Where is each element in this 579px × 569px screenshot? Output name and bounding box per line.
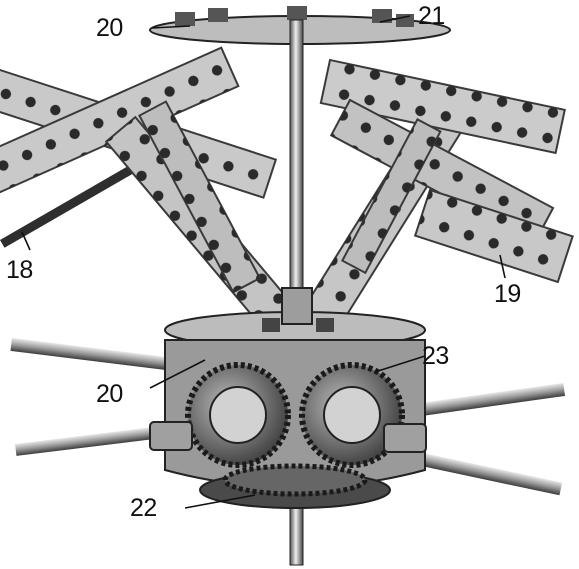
callout-20-top: 20 xyxy=(96,14,123,42)
callout-23: 23 xyxy=(422,342,449,370)
callout-21: 21 xyxy=(418,2,445,30)
callout-22: 22 xyxy=(130,494,157,522)
left-gear xyxy=(185,362,291,468)
callout-18: 18 xyxy=(6,256,33,284)
callout-19: 19 xyxy=(494,280,521,308)
leader-lines xyxy=(21,15,506,509)
bottom-gear xyxy=(222,463,368,497)
shaft-bosses xyxy=(149,421,427,453)
callout-20-bottom: 20 xyxy=(96,380,123,408)
right-gear xyxy=(299,362,405,468)
perforated-strips xyxy=(0,46,574,335)
